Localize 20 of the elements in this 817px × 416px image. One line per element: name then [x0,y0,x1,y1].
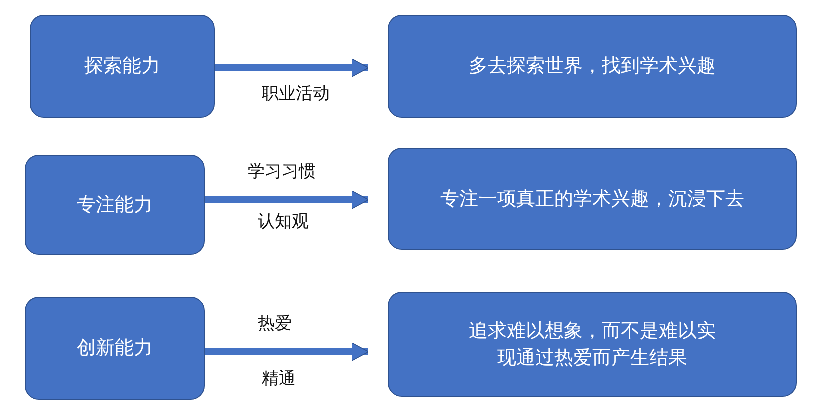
arrow [205,342,370,362]
process-box [388,148,797,250]
process-box [25,155,205,255]
process-box [25,297,205,400]
box-text: 追求难以想象，而不是难以实现通过热爱而产生结果 [468,318,717,370]
arrow-label: 学习习惯 [248,161,316,183]
box-text: 多去探索世界，找到学术兴趣 [469,54,716,80]
box-text: 探索能力 [84,54,160,80]
arrow [215,58,370,78]
box-text: 创新能力 [77,336,153,362]
arrow-label: 热爱 [258,313,292,335]
arrow-label: 职业活动 [262,83,330,105]
process-box [388,15,797,118]
process-box [30,15,215,118]
process-box [388,292,797,397]
arrow [205,190,370,210]
box-text: 专注能力 [77,192,153,218]
arrow-label: 认知观 [258,211,309,233]
arrow-label: 精通 [262,368,296,390]
box-text: 专注一项真正的学术兴趣，沉浸下去 [440,186,744,212]
